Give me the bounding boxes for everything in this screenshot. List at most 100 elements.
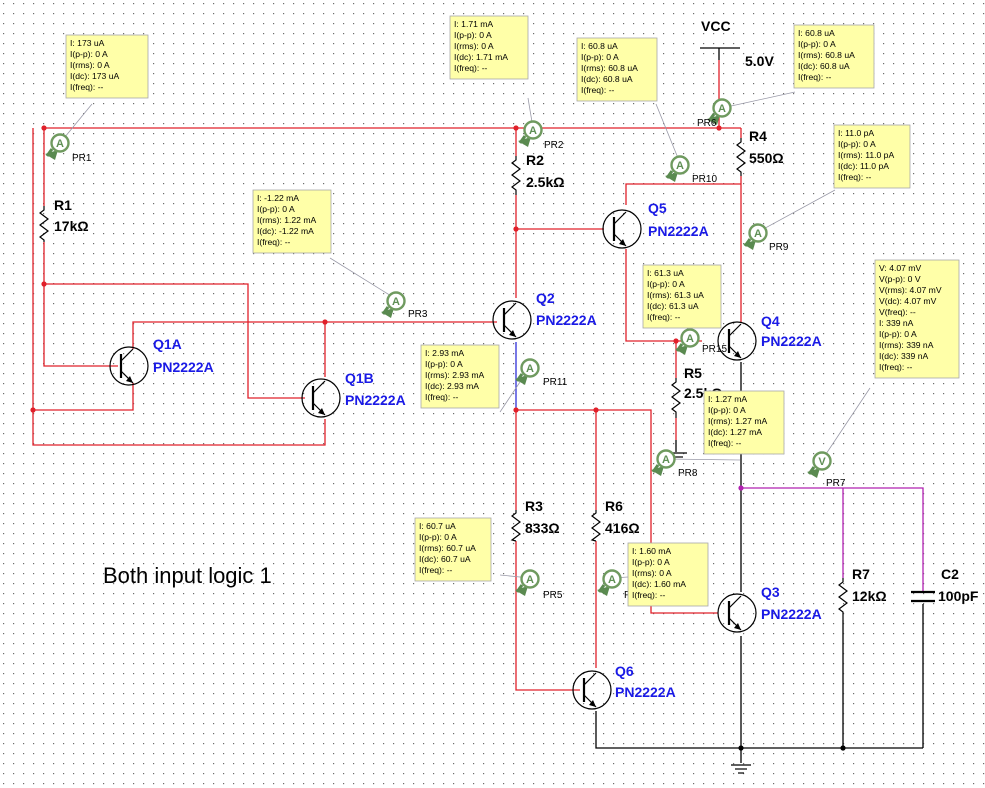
r7-value: 12kΩ (852, 588, 887, 604)
tooltip-line: I: 1.27 mA (708, 394, 747, 404)
tooltip-line: I: 173 uA (70, 38, 105, 48)
tooltip-pr9: I: 11.0 pAI(p-p): 0 AI(rms): 11.0 pAI(dc… (833, 124, 911, 189)
tooltip-line: I(rms): 60.8 uA (581, 63, 638, 73)
tooltip-line: I(p-p): 0 A (257, 204, 295, 214)
tooltip-line: I(p-p): 0 A (879, 329, 917, 339)
tooltip-line: I(freq): -- (70, 82, 104, 92)
junctions-black (738, 745, 846, 751)
tooltip-line: I(rms): 60.8 uA (798, 50, 855, 60)
tooltip-line: I(p-p): 0 A (425, 359, 463, 369)
tooltip-line: I(rms): 0 A (632, 568, 672, 578)
r7-name: R7 (852, 566, 870, 582)
r6-value: 416Ω (605, 520, 640, 536)
tooltip-line: I: 60.8 uA (581, 41, 618, 51)
tooltip-line: V(p-p): 0 V (879, 274, 921, 284)
tooltip-pr1: I: 173 uAI(p-p): 0 AI(rms): 0 AI(dc): 17… (65, 34, 149, 99)
tooltip-line: V(dc): 4.07 mV (879, 296, 937, 306)
tooltip-box (576, 37, 658, 102)
vcc-value: 5.0V (745, 53, 774, 69)
tooltip-line: I(dc): 11.0 pA (838, 161, 889, 171)
probe-label-pr3: PR3 (408, 309, 428, 320)
tooltip-line: V: 4.07 mV (879, 263, 921, 273)
tooltip-line: I: -1.22 mA (257, 193, 299, 203)
tooltip-line: I(dc): 1.60 mA (632, 579, 686, 589)
r4-value: 550Ω (749, 150, 784, 166)
vcc-symbol (700, 47, 740, 60)
tooltip-line: I(rms): 61.3 uA (647, 290, 704, 300)
tooltip-line: I(freq): -- (647, 312, 681, 322)
tooltip-line: I(rms): 2.93 mA (425, 370, 484, 380)
q1a-model: PN2222A (153, 359, 214, 375)
probe-tooltips: I: 173 uAI(p-p): 0 AI(rms): 0 AI(dc): 17… (65, 15, 960, 607)
r2-name: R2 (526, 152, 544, 168)
resistor-symbols (39, 138, 848, 620)
probe-label-pr9: PR9 (769, 242, 789, 253)
tooltip-box (793, 24, 875, 89)
tooltip-line: I(freq): -- (257, 237, 291, 247)
q5-name: Q5 (648, 200, 667, 216)
c2-name: C2 (941, 566, 959, 582)
tooltip-box (414, 517, 492, 582)
tooltip-box (642, 264, 722, 329)
r3-name: R3 (525, 498, 543, 514)
tooltip-box (420, 344, 500, 409)
annotation-text: Both input logic 1 (103, 563, 272, 588)
probe-label-pr1: PR1 (72, 153, 92, 164)
junctions (30, 125, 722, 413)
probe-label-pr7: PR7 (826, 478, 846, 489)
tooltip-line: I: 1.71 mA (454, 19, 493, 29)
tooltip-line: I(freq): -- (632, 590, 666, 600)
tooltip-line: V(rms): 4.07 mV (879, 285, 942, 295)
tooltip-pr15: I: 61.3 uAI(p-p): 0 AI(rms): 61.3 uAI(dc… (642, 264, 722, 329)
transistor-symbols (109, 209, 757, 710)
q3-model: PN2222A (761, 606, 822, 622)
tooltip-line: I(dc): 60.7 uA (419, 554, 471, 564)
tooltip-line: I: 60.8 uA (798, 28, 835, 38)
tooltip-line: I(freq): -- (879, 362, 913, 372)
tooltip-line: I(rms): 60.7 uA (419, 543, 476, 553)
tooltip-line: I: 61.3 uA (647, 268, 684, 278)
tooltip-box (833, 124, 911, 189)
tooltip-line: I(freq): -- (581, 85, 615, 95)
tooltip-line: I(freq): -- (419, 565, 453, 575)
q5-model: PN2222A (648, 223, 709, 239)
tooltip-pr3: I: -1.22 mAI(p-p): 0 AI(rms): 1.22 mAI(d… (252, 189, 332, 254)
tooltip-pr11: I: 2.93 mAI(p-p): 0 AI(rms): 2.93 mAI(dc… (420, 344, 500, 409)
tooltip-line: I: 1.60 mA (632, 546, 671, 556)
r3-value: 833Ω (525, 520, 560, 536)
tooltip-line: I(freq): -- (798, 72, 832, 82)
tooltip-line: I(p-p): 0 A (419, 532, 457, 542)
capacitor-c2 (911, 590, 935, 603)
tooltip-line: I(dc): 60.8 uA (581, 74, 633, 84)
tooltip-line: I(p-p): 0 A (581, 52, 619, 62)
tooltip-line: I(p-p): 0 A (838, 139, 876, 149)
tooltip-line: I: 60.7 uA (419, 521, 456, 531)
tooltip-line: I(freq): -- (425, 392, 459, 402)
tooltip-line: I(dc): 2.93 mA (425, 381, 479, 391)
q2-name: Q2 (536, 290, 555, 306)
tooltip-pr8: I: 1.27 mAI(p-p): 0 AI(rms): 1.27 mAI(dc… (703, 390, 785, 455)
tooltip-line: I(dc): 61.3 uA (647, 301, 699, 311)
tooltip-pr10: I: 60.8 uAI(p-p): 0 AI(rms): 60.8 uAI(dc… (576, 37, 658, 102)
q1a-name: Q1A (153, 336, 182, 352)
q3-name: Q3 (761, 584, 780, 600)
tooltip-line: I(p-p): 0 A (454, 30, 492, 40)
tooltip-pr2: I: 1.71 mAI(p-p): 0 AI(rms): 0 AI(dc): 1… (449, 15, 529, 80)
q2-model: PN2222A (536, 312, 597, 328)
tooltip-line: I(rms): 0 A (454, 41, 494, 51)
tooltip-pr6: I: 60.8 uAI(p-p): 0 AI(rms): 60.8 uAI(dc… (793, 24, 875, 89)
r1-name: R1 (54, 197, 72, 213)
probe-label-pr8: PR8 (678, 468, 698, 479)
q1b-name: Q1B (345, 370, 374, 386)
probe-label-pr5: PR5 (543, 590, 563, 601)
probe-label-pr14: P (624, 590, 631, 601)
probe-label-pr6: PR6 (697, 118, 717, 129)
tooltip-line: I(freq): -- (708, 438, 742, 448)
q6-model: PN2222A (615, 684, 676, 700)
r5-name: R5 (684, 365, 702, 381)
tooltip-pr7: V: 4.07 mVV(p-p): 0 VV(rms): 4.07 mVV(dc… (874, 259, 960, 379)
vcc-label: VCC (701, 18, 731, 34)
tooltip-box (874, 259, 960, 379)
tooltip-line: I(rms): 0 A (70, 60, 110, 70)
